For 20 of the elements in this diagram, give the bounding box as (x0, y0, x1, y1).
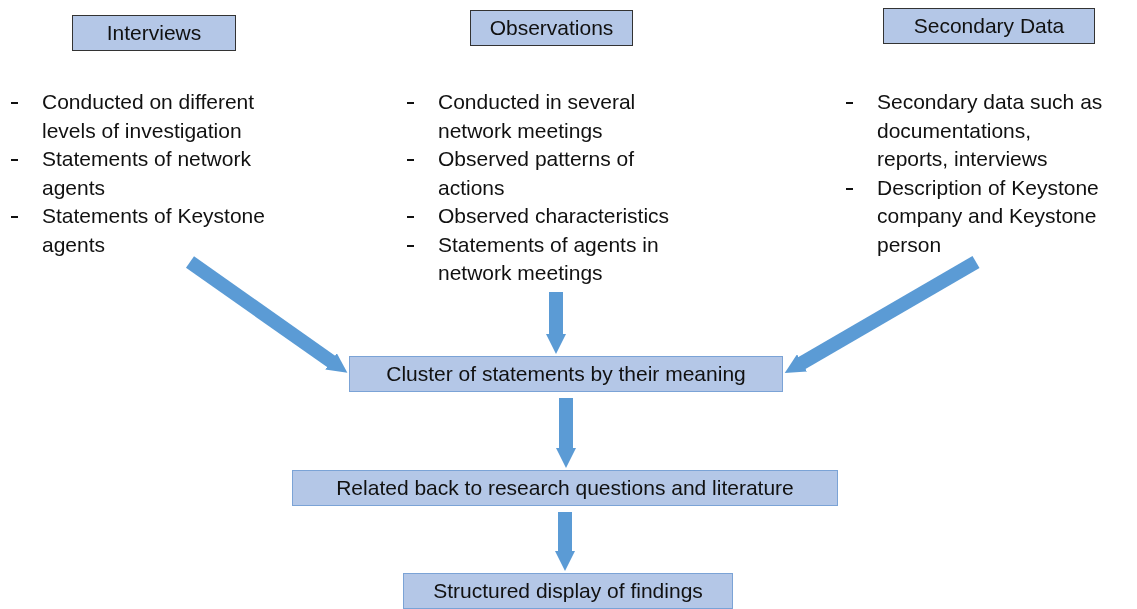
process-box: Cluster of statements by their meaning (349, 356, 783, 392)
arrow (555, 512, 575, 571)
process-box: Structured display of findings (403, 573, 733, 609)
header-box: Secondary Data (883, 8, 1095, 44)
bullet-text: Conducted on different levels of investigation (42, 90, 255, 142)
header-box: Interviews (72, 15, 236, 51)
bullet-text: Statements of Keystone agents (42, 204, 265, 256)
process-box: Related back to research questions and literature (292, 470, 838, 506)
bullet-text: Statements of agents in network meetings (438, 232, 659, 284)
arrow (556, 398, 576, 468)
arrow (784, 255, 980, 373)
bullet-text: Statements of network agents (42, 147, 251, 199)
arrow (546, 292, 566, 354)
header-box: Observations (470, 10, 633, 46)
bullet-text: Observed patterns of actions (438, 147, 635, 199)
bullet-text: Description of Keystone company and Keystone person (877, 175, 1099, 256)
bullet-text: Observed characteristics (438, 204, 670, 227)
bullet-text: Conducted in several network meetings (438, 90, 636, 142)
bullet-text: Secondary data such as documentations, reports, interviews (877, 90, 1103, 170)
arrow (185, 256, 348, 373)
